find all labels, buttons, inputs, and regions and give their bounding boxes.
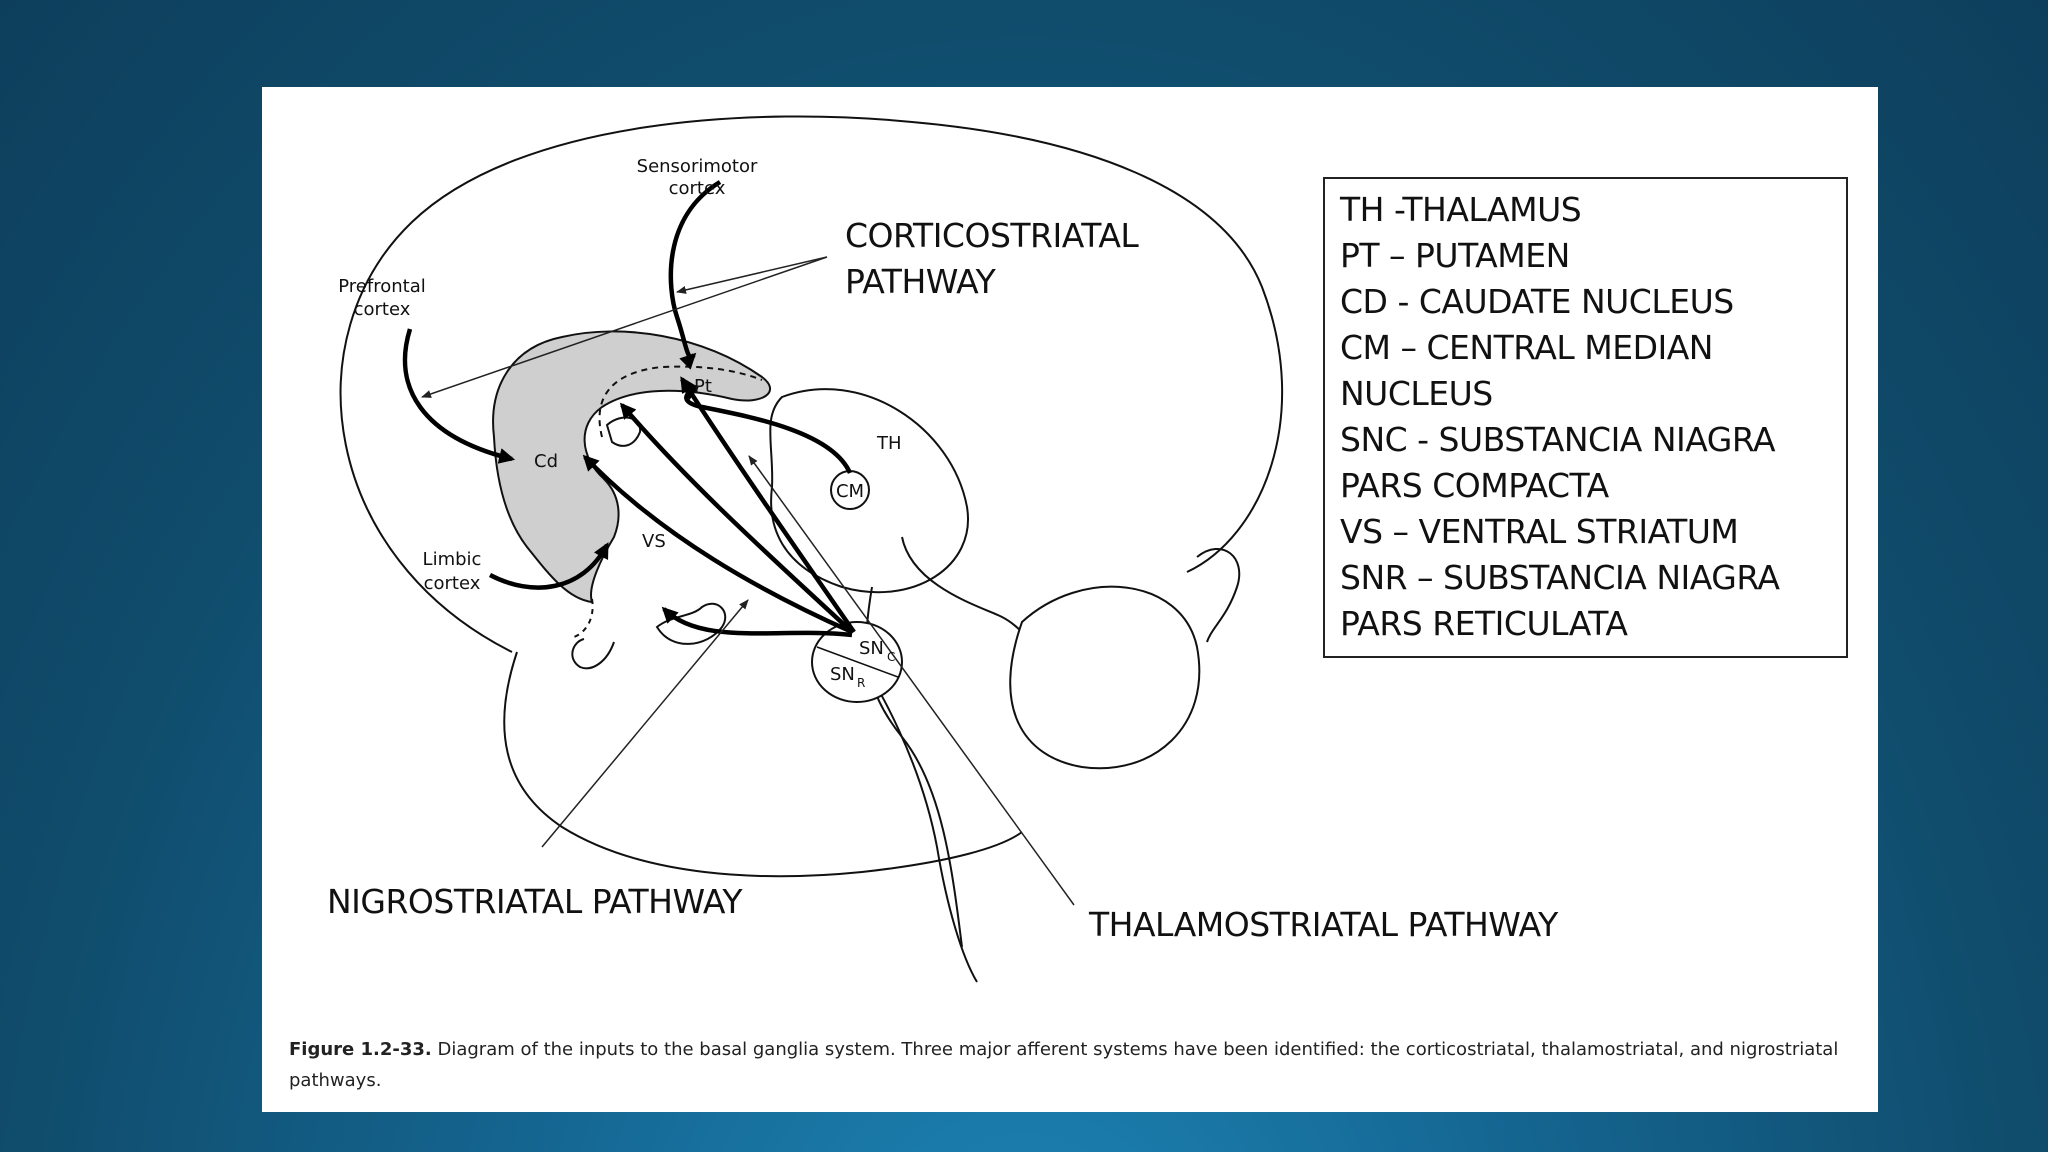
corticostriatal-pointer-2 [421,256,828,398]
nigrostriatal-pointer [541,599,749,848]
legend-line-cd: CD - CAUDATE NUCLEUS [1340,282,1734,321]
sensorimotor-arrow [668,180,722,370]
caption-text: Diagram of the inputs to the basal gangl… [289,1039,1839,1091]
corticostriatal-pointer-1 [676,256,828,294]
legend-line-snr: SNR – SUBSTANCIA NIAGRA [1340,558,1780,597]
pt-label: Pt [694,376,712,397]
legend-line-pt: PT – PUTAMEN [1340,236,1570,275]
corticostriatal-label-line2: PATHWAY [845,262,996,301]
sn-to-vs-arrow [661,606,853,638]
cm-to-pt-arrow [681,385,853,474]
th-label: TH [876,433,902,454]
ventral-dashed [573,598,594,638]
cd-label: Cd [534,451,558,472]
figure-label: Figure 1.2-33. [289,1039,432,1060]
sn-to-pt-arrow [619,402,854,634]
prefrontal-arrow [402,328,516,464]
slide-frame: Sensorimotor cortex Prefrontal cortex Li… [262,87,1878,1112]
abbreviation-legend: TH -THALAMUS PT – PUTAMEN CD - CAUDATE N… [1323,177,1848,658]
sensorimotor-label-2: cortex [669,178,726,199]
optic-chiasm-outline [571,638,615,670]
legend-line-snc: SNC - SUBSTANCIA NIAGRA [1340,420,1776,459]
corticostriatal-label-line1: CORTICOSTRIATAL [845,216,1139,255]
corticostriatal-label: CORTICOSTRIATAL PATHWAY [845,213,1139,305]
sn-to-pt-arrow-2 [680,376,856,634]
legend-line-cm-cont: NUCLEUS [1340,374,1493,413]
snr-sub-label: R [857,676,865,690]
legend-line-snr-cont: PARS RETICULATA [1340,604,1628,643]
legend-line-cm: CM – CENTRAL MEDIAN [1340,328,1714,367]
hemisphere-outline [339,115,1284,653]
snc-snr-divider [816,646,899,678]
thalamostriatal-pointer [748,455,1075,906]
snc-label: SN [859,638,884,659]
temporal-lobe-outline [503,651,1023,878]
legend-line-snc-cont: PARS COMPACTA [1340,466,1609,505]
limbic-arrow [488,542,609,590]
cerebellum-outline [1009,585,1201,770]
basal-ganglia-diagram: Sensorimotor cortex Prefrontal cortex Li… [338,115,1284,983]
snc-sub-label: C [887,650,895,664]
snr-label: SN [830,664,855,685]
thalamostriatal-label: THALAMOSTRIATAL PATHWAY [1089,905,1558,944]
sn-to-cd-arrow [582,454,853,635]
cm-label: CM [836,481,864,502]
cerebellum-lobe [1196,547,1241,643]
prefrontal-label-1: Prefrontal [338,276,425,297]
legend-line-vs: VS – VENTRAL STRIATUM [1340,512,1739,551]
sensorimotor-label-1: Sensorimotor [637,156,758,177]
figure-caption: Figure 1.2-33. Diagram of the inputs to … [289,1034,1874,1096]
brainstem-outline [865,536,1053,948]
legend-line-th: TH -THALAMUS [1340,190,1582,229]
nigrostriatal-label: NIGROSTRIATAL PATHWAY [327,882,743,921]
prefrontal-label-2: cortex [354,299,411,320]
limbic-label-1: Limbic [423,549,482,570]
vs-label: VS [642,531,666,552]
limbic-label-2: cortex [424,573,481,594]
